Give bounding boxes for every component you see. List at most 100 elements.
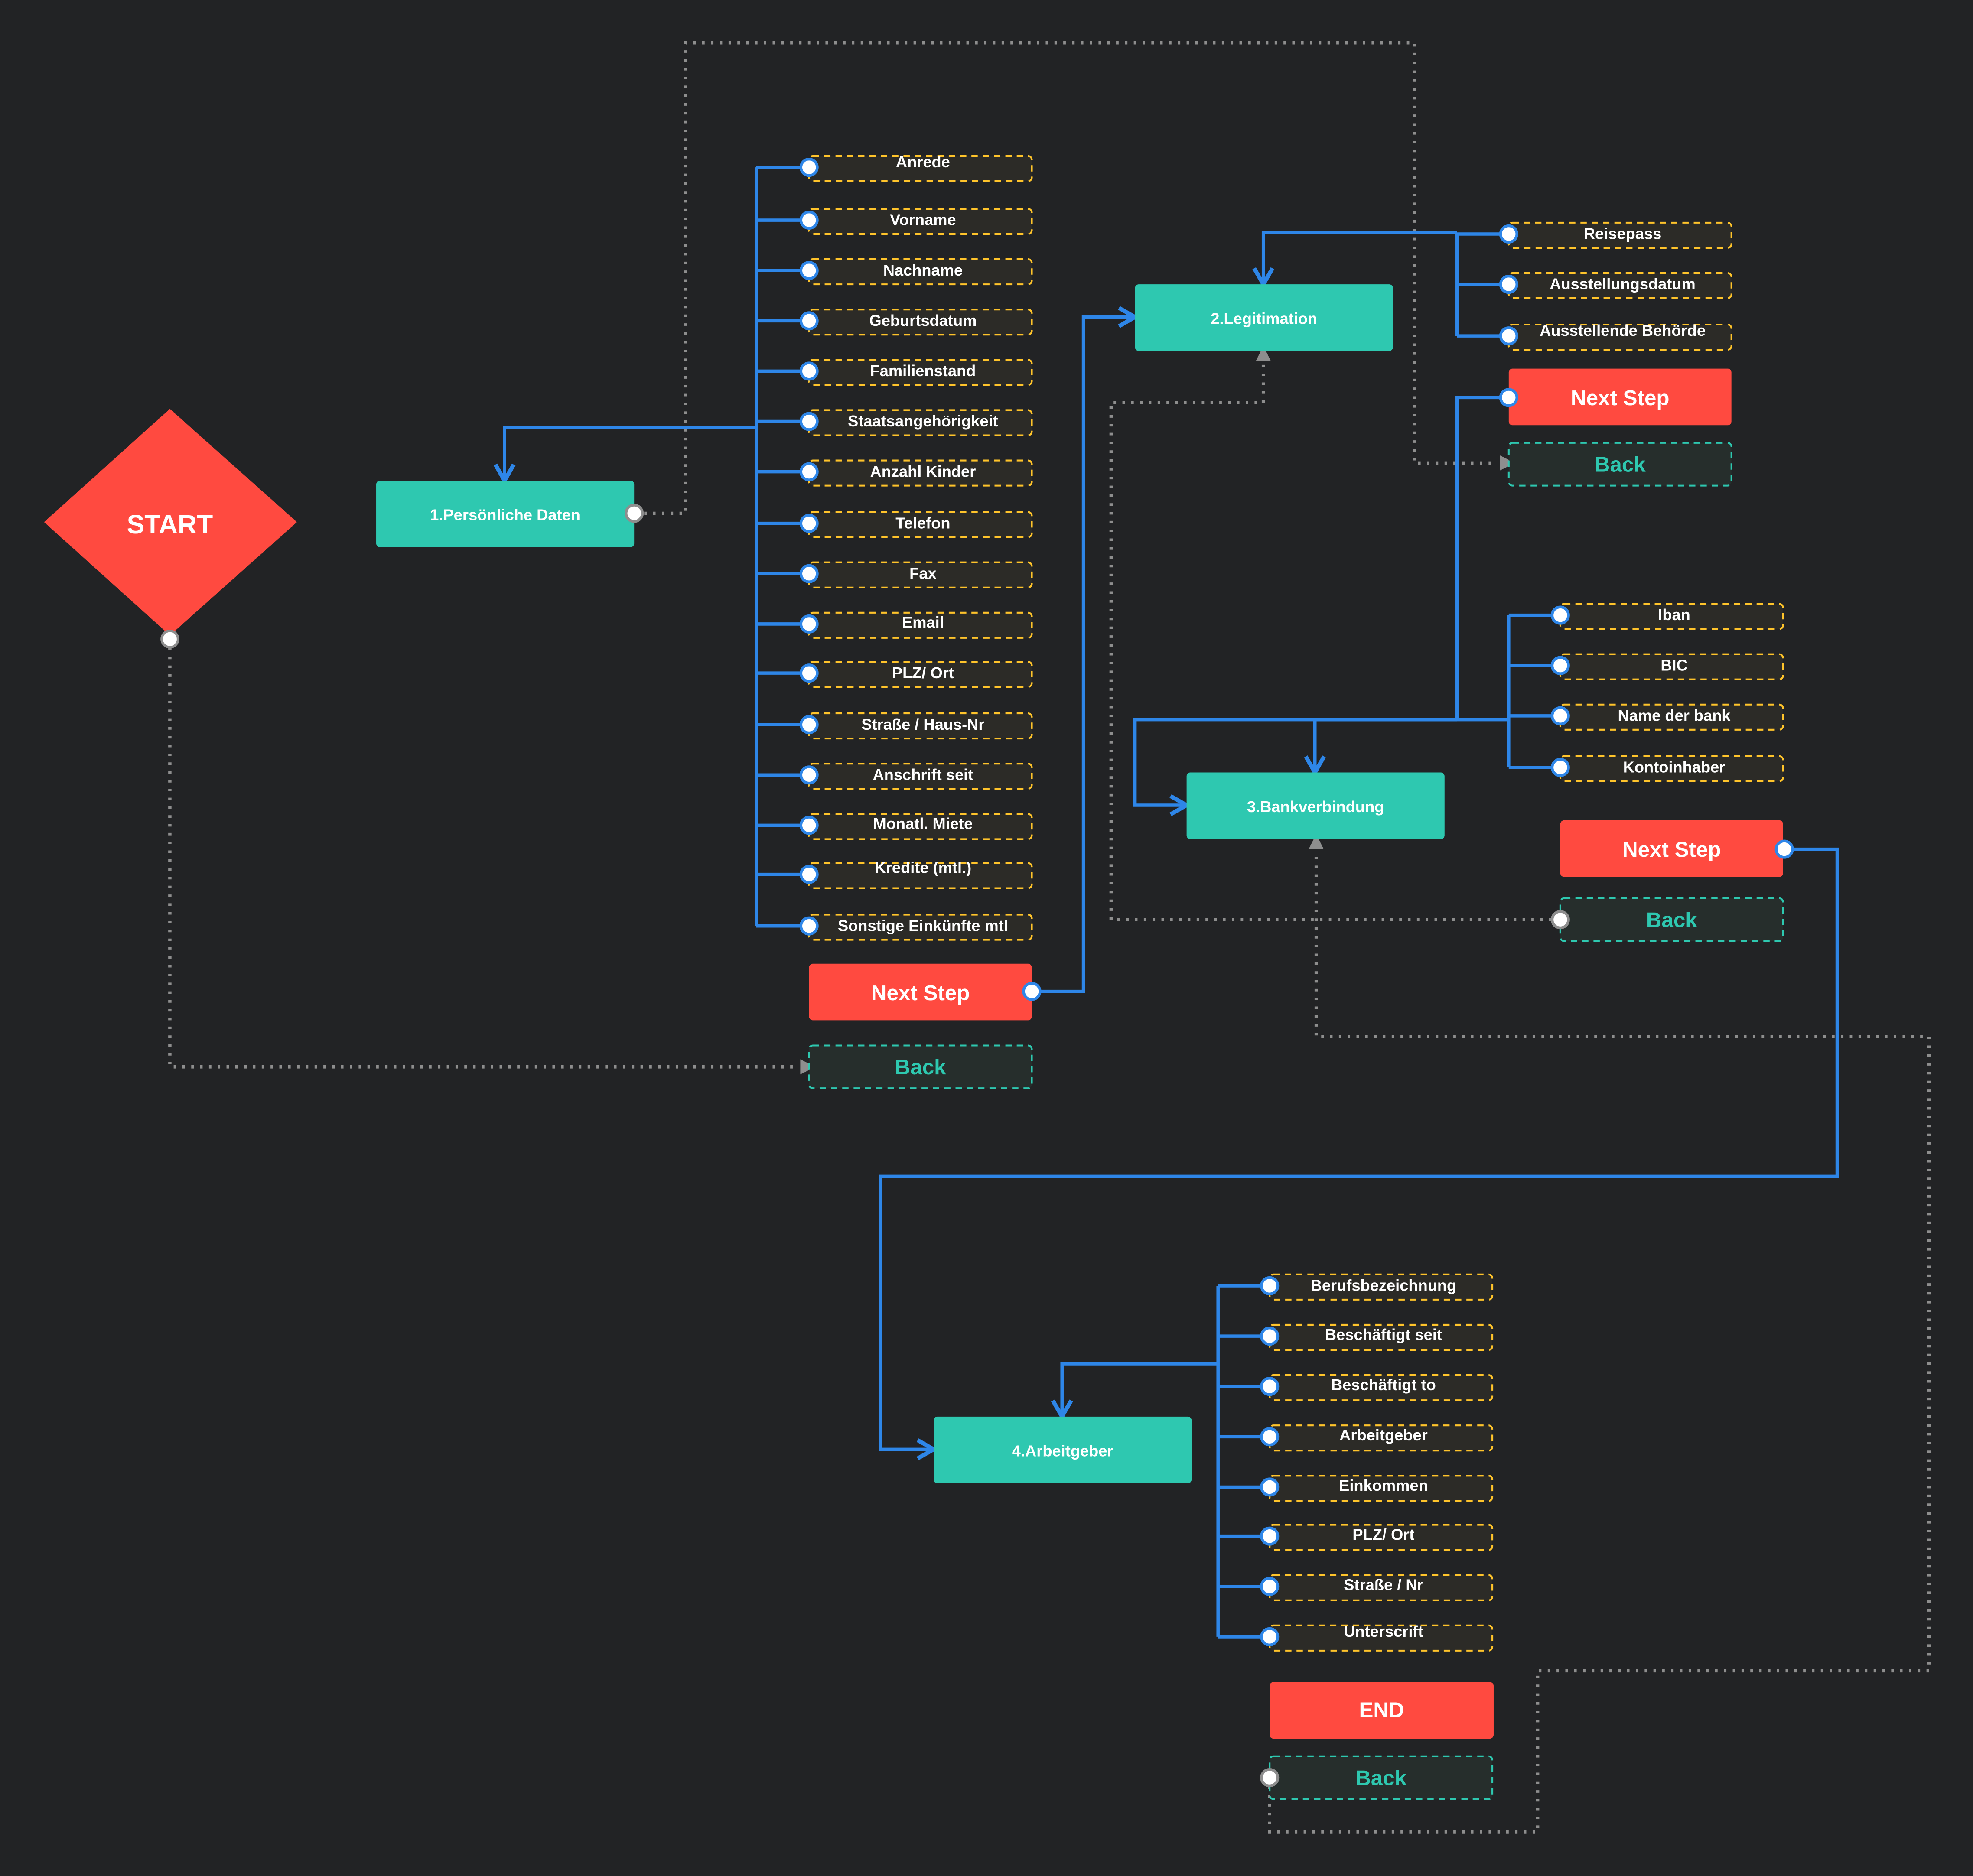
button-bg: [808, 1044, 1033, 1089]
field-port[interactable]: [1499, 326, 1518, 346]
field-port[interactable]: [799, 210, 819, 230]
field-arbeitgeber-3[interactable]: Arbeitgeber: [1269, 1424, 1494, 1452]
field-persoenliche_daten-2[interactable]: Nachname: [808, 258, 1033, 286]
field-arbeitgeber-5[interactable]: PLZ/ Ort: [1269, 1524, 1494, 1551]
field-legitimation-2[interactable]: Ausstellende Behörde: [1507, 322, 1732, 351]
field-port[interactable]: [799, 514, 819, 533]
field-arbeitgeber-7[interactable]: Unterscrift: [1269, 1622, 1494, 1652]
step-box: [934, 1416, 1192, 1483]
step-node-bankverbindung[interactable]: 3.Bankverbindung: [1186, 772, 1445, 839]
start-node[interactable]: START: [44, 409, 297, 636]
next-step-button-3[interactable]: Next Step: [1560, 820, 1783, 877]
step-node-legitimation[interactable]: 2.Legitimation: [1135, 284, 1393, 351]
field-persoenliche_daten-5[interactable]: Staatsangehörigkeit: [808, 409, 1033, 436]
field-arbeitgeber-0[interactable]: Berufsbezeichnung: [1269, 1273, 1494, 1301]
back-port[interactable]: [1260, 1768, 1280, 1788]
button-bg: [1508, 368, 1732, 426]
field-box: [808, 712, 1033, 740]
field-persoenliche_daten-10[interactable]: PLZ/ Ort: [808, 660, 1033, 688]
field-port[interactable]: [1499, 275, 1518, 294]
field-port[interactable]: [799, 412, 819, 431]
field-persoenliche_daten-0[interactable]: Anrede: [808, 153, 1033, 182]
field-arbeitgeber-2[interactable]: Beschäftigt to: [1269, 1374, 1494, 1401]
step-node-arbeitgeber[interactable]: 4.Arbeitgeber: [934, 1416, 1192, 1483]
field-legitimation-1[interactable]: Ausstellungsdatum: [1507, 272, 1732, 299]
field-box: [808, 561, 1033, 588]
step1-back-port[interactable]: [625, 504, 644, 523]
next-step-button-2[interactable]: Next Step: [1508, 368, 1732, 426]
field-bankverbindung-3[interactable]: Kontoinhaber: [1559, 755, 1784, 782]
field-arbeitgeber-4[interactable]: Einkommen: [1269, 1475, 1494, 1502]
flow-next1-to-step2: [1032, 306, 1140, 993]
field-port[interactable]: [799, 311, 819, 331]
field-port[interactable]: [1499, 224, 1518, 244]
field-port[interactable]: [1260, 1627, 1280, 1646]
field-persoenliche_daten-4[interactable]: Familienstand: [808, 359, 1033, 386]
next-step-port[interactable]: [1774, 839, 1794, 859]
field-arbeitgeber-6[interactable]: Straße / Nr: [1269, 1574, 1494, 1601]
start-connector-port[interactable]: [160, 630, 179, 649]
field-port[interactable]: [1550, 605, 1570, 625]
field-port[interactable]: [1260, 1327, 1280, 1346]
back-label: Back: [895, 1055, 947, 1079]
field-port[interactable]: [1260, 1377, 1280, 1396]
field-persoenliche_daten-11[interactable]: Straße / Haus-Nr: [808, 712, 1033, 740]
end-button[interactable]: END: [1270, 1682, 1494, 1739]
field-box: [1269, 1323, 1494, 1351]
field-port[interactable]: [799, 564, 819, 583]
field-port[interactable]: [799, 361, 819, 381]
back-button-4[interactable]: Back: [1269, 1755, 1494, 1800]
field-port[interactable]: [799, 158, 819, 177]
step-label: 4.Arbeitgeber: [1012, 1442, 1113, 1460]
field-persoenliche_daten-12[interactable]: Anschrift seit: [808, 763, 1033, 790]
field-port[interactable]: [799, 916, 819, 936]
back-button-2[interactable]: Back: [1507, 442, 1732, 487]
field-persoenliche_daten-3[interactable]: Geburtsdatum: [808, 309, 1033, 336]
field-persoenliche_daten-7[interactable]: Telefon: [808, 511, 1033, 538]
back-port[interactable]: [1550, 910, 1570, 930]
field-box: [808, 914, 1033, 941]
start-label: START: [127, 510, 213, 539]
next-step-port[interactable]: [1499, 388, 1518, 407]
field-port[interactable]: [799, 462, 819, 481]
back-button-3[interactable]: Back: [1559, 897, 1784, 942]
field-port[interactable]: [799, 663, 819, 683]
button-bg: [809, 963, 1032, 1021]
field-arbeitgeber-1[interactable]: Beschäftigt seit: [1269, 1323, 1494, 1351]
field-port[interactable]: [799, 715, 819, 735]
field-port[interactable]: [799, 765, 819, 785]
field-persoenliche_daten-14[interactable]: Kredite (mtl.): [808, 859, 1033, 889]
field-port[interactable]: [1260, 1427, 1280, 1447]
field-port[interactable]: [799, 261, 819, 280]
next-step-port[interactable]: [1022, 982, 1042, 1001]
field-persoenliche_daten-13[interactable]: Monatl. Miete: [808, 813, 1033, 840]
field-port[interactable]: [799, 865, 819, 884]
field-port[interactable]: [1260, 1477, 1280, 1497]
field-port[interactable]: [1260, 1276, 1280, 1296]
field-port[interactable]: [799, 816, 819, 835]
back-button-1[interactable]: Back: [808, 1044, 1033, 1089]
step-node-persoenliche_daten[interactable]: 1.Persönliche Daten: [376, 480, 635, 547]
field-persoenliche_daten-9[interactable]: Email: [808, 611, 1033, 639]
field-port[interactable]: [1260, 1577, 1280, 1596]
field-port[interactable]: [1550, 656, 1570, 675]
field-legitimation-0[interactable]: Reisepass: [1507, 221, 1732, 249]
field-label: Ausstellungsdatum: [1550, 275, 1696, 293]
field-bankverbindung-0[interactable]: Iban: [1559, 603, 1784, 630]
field-bankverbindung-1[interactable]: BIC: [1559, 653, 1784, 680]
field-port[interactable]: [799, 614, 819, 634]
field-persoenliche_daten-15[interactable]: Sonstige Einkünfte mtl: [808, 914, 1033, 941]
field-persoenliche_daten-8[interactable]: Fax: [808, 561, 1033, 588]
field-box: [808, 611, 1033, 639]
field-bankverbindung-2[interactable]: Name der bank: [1559, 703, 1784, 731]
field-port[interactable]: [1260, 1526, 1280, 1546]
flow-next2-line: [1455, 396, 1509, 720]
field-port[interactable]: [1550, 758, 1570, 777]
field-box: [1507, 272, 1732, 299]
next-step-button-1[interactable]: Next Step: [809, 963, 1032, 1021]
field-port[interactable]: [1550, 706, 1570, 725]
field-persoenliche_daten-6[interactable]: Anzahl Kinder: [808, 459, 1033, 487]
back-arrowhead: [1256, 346, 1271, 361]
field-persoenliche_daten-1[interactable]: Vorname: [808, 208, 1033, 235]
field-box: [1269, 1524, 1494, 1551]
